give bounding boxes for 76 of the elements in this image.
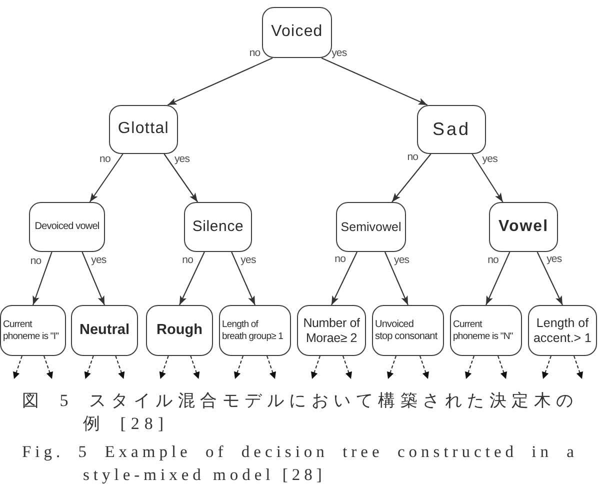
node-label: Vowel xyxy=(498,218,549,236)
decision-node xyxy=(489,202,558,252)
figure-caption: 図 5 スタイル混合モデルにおいて構築された決定木の例 [28] xyxy=(22,390,578,435)
dashed-arrow xyxy=(43,356,53,380)
figure-caption: Fig. 5 Example of decision tree constructed in a style-mixed model [28] xyxy=(22,441,578,486)
dashed-arrow xyxy=(266,356,276,380)
arrow xyxy=(486,252,510,306)
edge-label: no xyxy=(249,48,260,58)
dashed-arrow xyxy=(342,356,352,380)
edge-label: no xyxy=(334,254,346,265)
dashed-arrow xyxy=(387,356,397,380)
edge-label: yes xyxy=(240,254,256,266)
arrow xyxy=(321,58,428,106)
dashed-arrow xyxy=(497,356,507,380)
decision-node xyxy=(262,7,332,58)
decision-node xyxy=(109,105,178,154)
arrow xyxy=(32,252,52,306)
node-label: Length of accent.> 1 xyxy=(533,316,592,346)
arrow xyxy=(384,252,408,306)
arrow xyxy=(392,154,432,202)
node-label: Voiced xyxy=(271,23,323,42)
node-label: Devoiced vowel xyxy=(34,221,100,233)
leaf-node xyxy=(372,305,444,356)
node-label: Unvoiced stop consonant xyxy=(375,318,438,342)
edge-label: yes xyxy=(546,254,562,265)
decision-node xyxy=(417,105,486,154)
arrow xyxy=(82,252,105,306)
edge-label: no xyxy=(30,256,42,266)
decision-node xyxy=(336,202,406,252)
dashed-arrow xyxy=(311,356,321,380)
dashed-arrow xyxy=(542,356,552,380)
edge-label: no xyxy=(407,152,418,163)
arrow xyxy=(231,252,256,306)
node-label: Glottal xyxy=(118,120,170,139)
leaf-node xyxy=(0,305,66,356)
dashed-arrow xyxy=(419,356,429,380)
node-label: Current phoneme is "N" xyxy=(453,319,513,342)
leaf-node xyxy=(297,305,366,356)
dashed-arrow xyxy=(13,356,23,380)
edge-label: no xyxy=(182,254,194,265)
arrow xyxy=(167,58,273,106)
node-label: Rough xyxy=(156,322,202,340)
node-label: Length of breath group≥ 1 xyxy=(222,319,284,342)
arrow xyxy=(331,252,358,306)
node-label: Neutral xyxy=(80,322,130,340)
leaf-node xyxy=(528,305,597,356)
dashed-arrow xyxy=(234,356,244,380)
dashed-arrow xyxy=(465,356,475,380)
dashed-arrow xyxy=(159,356,169,380)
node-label: Silence xyxy=(192,218,244,236)
edge-label: no xyxy=(100,153,110,164)
node-label: Current phoneme is "I" xyxy=(3,319,59,342)
decision-node xyxy=(29,202,105,252)
arrow xyxy=(179,252,205,306)
leaf-node xyxy=(219,305,291,356)
leaf-node xyxy=(146,305,213,356)
node-label: Number of Morae≥ 2 xyxy=(303,316,360,346)
edge-label: no xyxy=(488,254,498,266)
edge-label: yes xyxy=(174,153,190,164)
leaf-node xyxy=(71,305,138,356)
dashed-arrow xyxy=(115,356,125,380)
node-label: Semivowel xyxy=(340,220,402,234)
decision-node xyxy=(184,202,252,252)
arrow xyxy=(472,154,504,202)
dashed-arrow xyxy=(573,356,583,380)
edge-label: yes xyxy=(91,255,106,266)
arrow xyxy=(164,154,198,202)
edge-label: yes xyxy=(332,47,347,58)
node-label: Sad xyxy=(432,118,471,140)
leaf-node xyxy=(450,305,522,356)
dashed-arrow xyxy=(190,356,200,380)
edge-label: yes xyxy=(394,254,410,266)
edge-label: yes xyxy=(482,154,498,165)
arrow xyxy=(89,154,124,202)
dashed-arrow xyxy=(84,356,94,380)
arrow xyxy=(536,252,563,306)
